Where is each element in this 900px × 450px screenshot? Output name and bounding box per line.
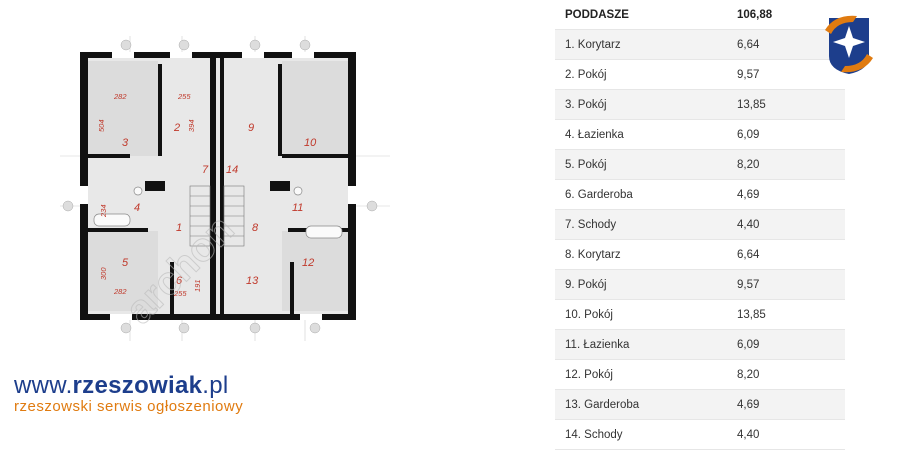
- url-prefix: www.: [14, 372, 73, 399]
- room-name: 9. Pokój: [565, 278, 607, 291]
- room-label: 2: [173, 122, 180, 134]
- table-row: 6. Garderoba 4,69: [555, 180, 845, 210]
- room-area: 13,85: [737, 98, 766, 111]
- table-row: 4. Łazienka 6,09: [555, 120, 845, 150]
- dimension-label: 255: [173, 289, 187, 298]
- room-area: 9,57: [737, 278, 760, 291]
- room-area: 6,09: [737, 128, 760, 141]
- table-row: 9. Pokój 9,57: [555, 270, 845, 300]
- area-table: PODDASZE 106,88 1. Korytarz 6,64 2. Pokój…: [555, 0, 845, 450]
- room-area: 6,64: [737, 38, 760, 51]
- room-label: 8: [252, 222, 259, 234]
- dimension-label: 394: [187, 119, 196, 132]
- room-name: 8. Korytarz: [565, 248, 621, 261]
- room-name: 2. Pokój: [565, 68, 607, 81]
- room-area: 8,20: [737, 158, 760, 171]
- table-row: 13. Garderoba 4,69: [555, 390, 845, 420]
- room-label: 13: [246, 275, 259, 287]
- table-row: 1. Korytarz 6,64: [555, 30, 845, 60]
- table-row: 12. Pokój 8,20: [555, 360, 845, 390]
- brand-url[interactable]: www.rzeszowiak.pl: [14, 372, 243, 400]
- room-name: 6. Garderoba: [565, 188, 633, 201]
- room-label: 1: [176, 222, 182, 234]
- room-label: 12: [302, 257, 314, 269]
- dimension-label: 300: [99, 267, 108, 280]
- header-value: 106,88: [737, 8, 773, 21]
- room-area: 4,69: [737, 398, 760, 411]
- table-header: PODDASZE 106,88: [555, 0, 845, 30]
- url-suffix: .pl: [202, 372, 229, 399]
- dimension-label: 282: [113, 92, 127, 101]
- brand-tagline: rzeszowski serwis ogłoszeniowy: [14, 398, 244, 415]
- room-label: 6: [176, 275, 183, 287]
- header-name: PODDASZE: [565, 8, 629, 21]
- table-row: 10. Pokój 13,85: [555, 300, 845, 330]
- room-name: 1. Korytarz: [565, 38, 621, 51]
- brand-logo-icon: [825, 15, 873, 74]
- room-name: 3. Pokój: [565, 98, 607, 111]
- table-row: 11. Łazienka 6,09: [555, 330, 845, 360]
- url-name: rzeszowiak: [72, 372, 203, 399]
- dimension-label: 504: [97, 119, 106, 132]
- room-name: 5. Pokój: [565, 158, 607, 171]
- room-label: 3: [122, 137, 129, 149]
- table-row: 5. Pokój 8,20: [555, 150, 845, 180]
- room-area: 6,64: [737, 248, 760, 261]
- room-area: 4,40: [737, 428, 760, 441]
- table-row: 7. Schody 4,40: [555, 210, 845, 240]
- room-name: 10. Pokój: [565, 308, 613, 321]
- table-row: 2. Pokój 9,57: [555, 60, 845, 90]
- room-label: 9: [248, 122, 254, 134]
- room-area: 6,09: [737, 338, 760, 351]
- table-row: 8. Korytarz 6,64: [555, 240, 845, 270]
- dimension-label: 234: [99, 204, 108, 218]
- floor-plan: 3 2 9 10 7 14 4 11 1 8 5 6 13 12 282 255…: [60, 36, 390, 341]
- dimension-label: 191: [193, 279, 202, 292]
- room-label: 4: [134, 202, 140, 214]
- table-row: 3. Pokój 13,85: [555, 90, 845, 120]
- room-name: 14. Schody: [565, 428, 623, 441]
- room-area: 9,57: [737, 68, 760, 81]
- room-label: 11: [292, 202, 303, 214]
- room-label: 7: [202, 164, 209, 176]
- table-row: 14. Schody 4,40: [555, 420, 845, 450]
- room-name: 13. Garderoba: [565, 398, 640, 411]
- room-label: 10: [304, 137, 317, 149]
- room-name: 7. Schody: [565, 218, 617, 231]
- brand-footer: www.rzeszowiak.pl rzeszowski serwis ogło…: [14, 372, 243, 415]
- room-area: 4,69: [737, 188, 760, 201]
- dimension-label: 282: [113, 287, 127, 296]
- room-label: 5: [122, 257, 129, 269]
- dimension-label: 255: [177, 92, 191, 101]
- room-name: 4. Łazienka: [565, 128, 624, 141]
- room-name: 11. Łazienka: [565, 338, 630, 351]
- room-area: 13,85: [737, 308, 766, 321]
- room-name: 12. Pokój: [565, 368, 613, 381]
- room-area: 8,20: [737, 368, 760, 381]
- room-area: 4,40: [737, 218, 760, 231]
- room-label: 14: [226, 164, 238, 176]
